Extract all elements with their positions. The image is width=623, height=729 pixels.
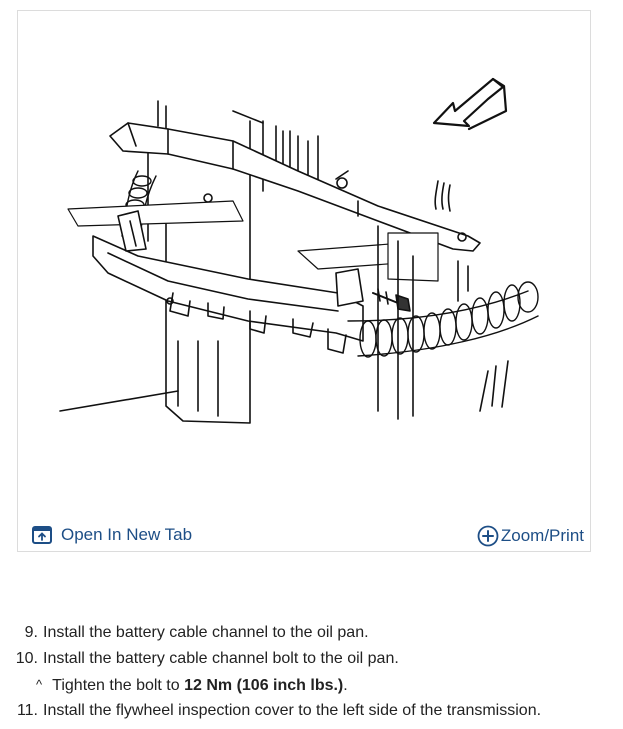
caret-icon: ^ <box>36 677 43 692</box>
battery-cable-channel-illustration[interactable] <box>18 11 590 521</box>
zoom-print-link[interactable]: Zoom/Print <box>477 525 584 547</box>
channel-bolt <box>335 268 411 312</box>
step-text: Install the flywheel inspection cover to… <box>43 702 542 719</box>
zoom-plus-icon <box>477 525 499 547</box>
figure-card: Open In New Tab Zoom/Print <box>17 10 591 552</box>
step-item: 10. Install the battery cable channel bol… <box>0 646 623 672</box>
step-text: Install the battery cable channel bolt t… <box>43 650 399 667</box>
open-in-new-tab-label: Open In New Tab <box>61 525 193 544</box>
substep-suffix: . <box>343 677 348 694</box>
step-text: Install the battery cable channel to the… <box>43 624 369 641</box>
torque-substep: ^ Tighten the bolt to 12 Nm (106 inch lb… <box>0 672 623 698</box>
substep-prefix: Tighten the bolt to <box>52 677 185 694</box>
step-item: 11. Install the flywheel inspection cover… <box>0 698 623 724</box>
step-number: 9. <box>24 624 38 641</box>
open-in-new-tab-icon <box>32 526 52 544</box>
figure-footer: Open In New Tab Zoom/Print <box>18 521 590 551</box>
instruction-steps: 9. Install the battery cable channel to t… <box>0 620 623 724</box>
right-cable-loom <box>347 281 539 358</box>
open-in-new-tab-link[interactable]: Open In New Tab <box>32 525 192 545</box>
torque-spec: 12 Nm (106 inch lbs.) <box>184 677 344 694</box>
step-number: 10. <box>15 650 38 667</box>
step-item: 9. Install the battery cable channel to t… <box>0 620 623 646</box>
step-number: 11. <box>16 702 38 719</box>
zoom-print-label: Zoom/Print <box>500 526 584 545</box>
battery-cable-channel <box>92 210 364 354</box>
direction-arrow-icon <box>432 77 508 131</box>
